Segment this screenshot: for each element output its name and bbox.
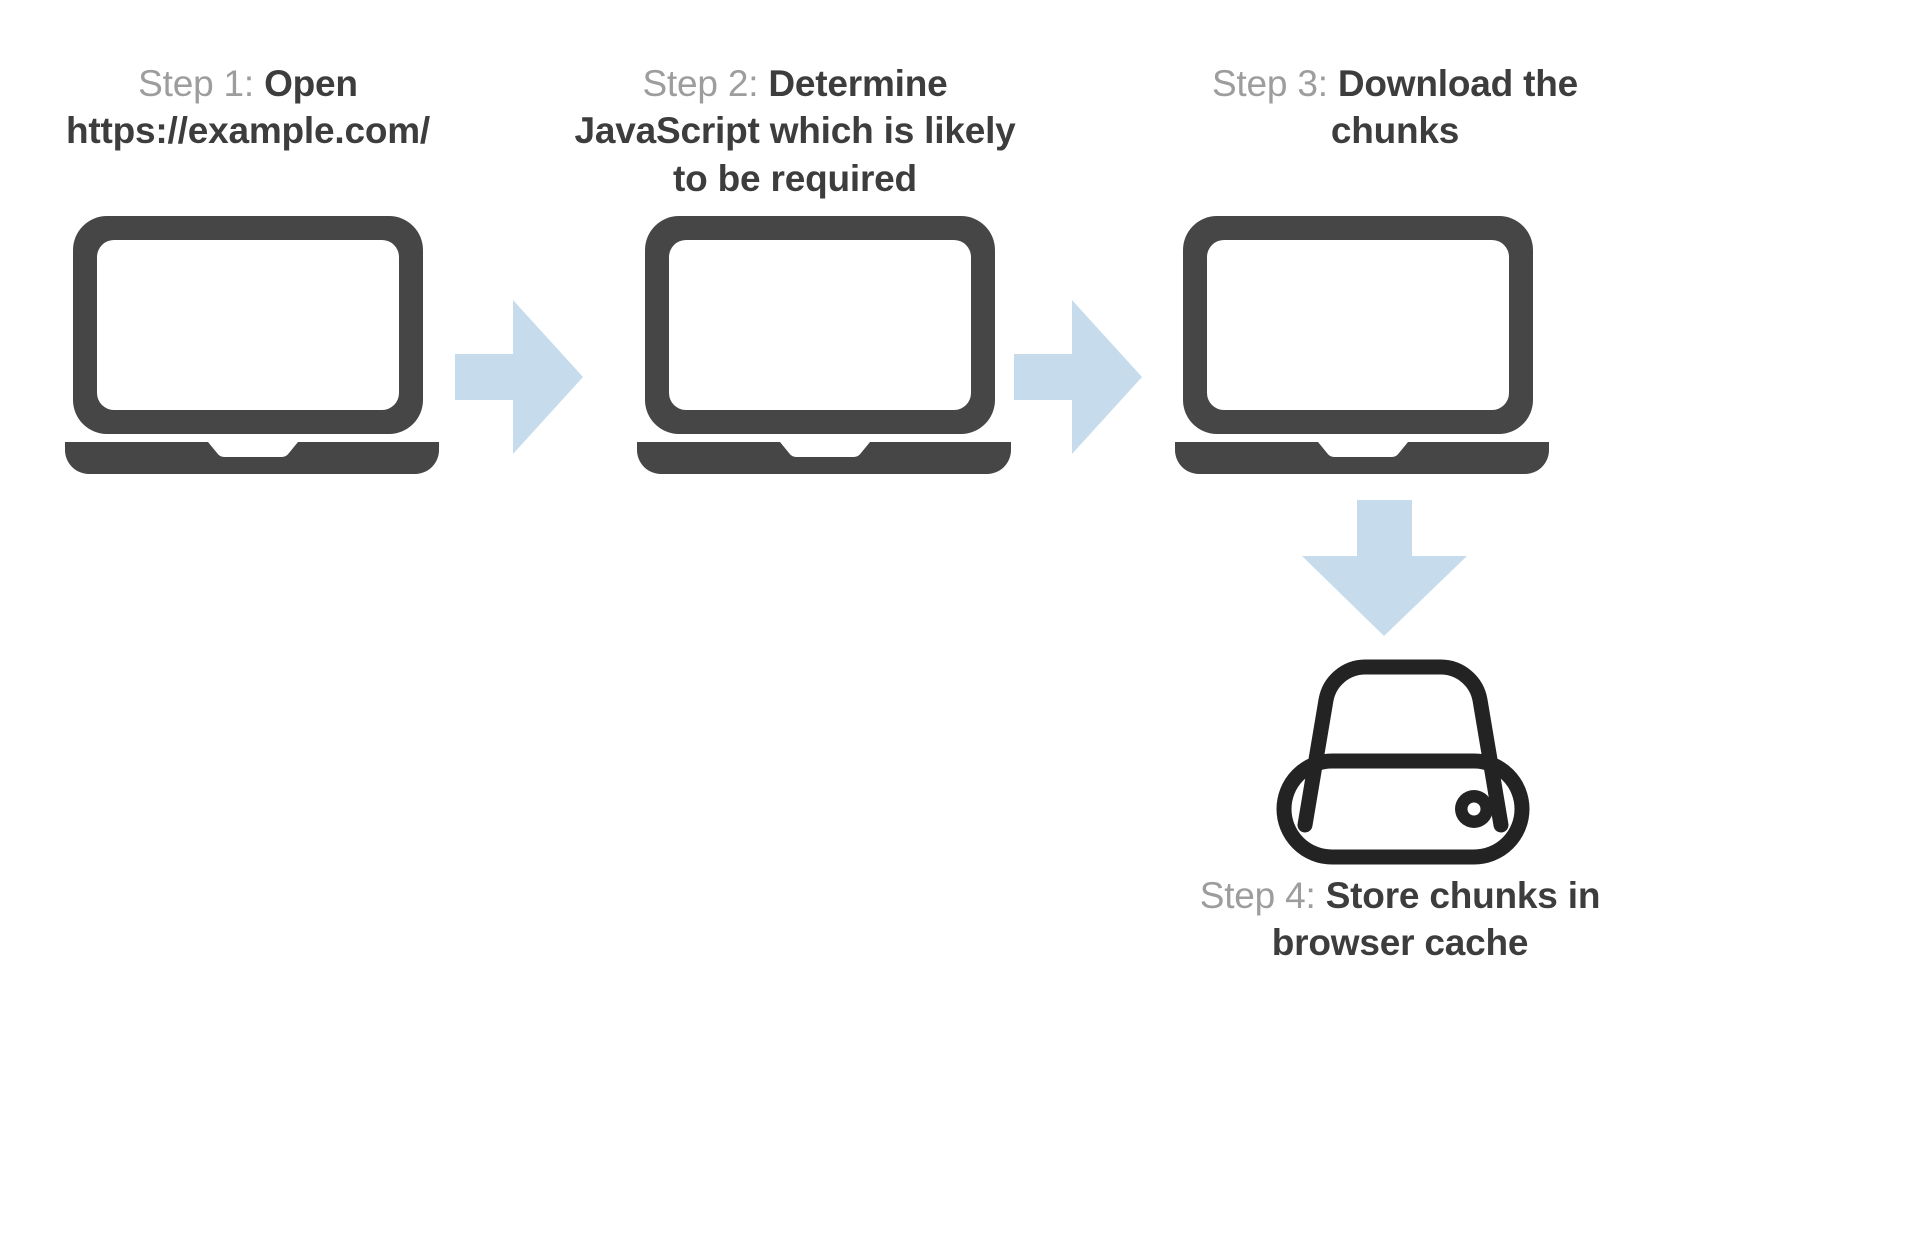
step-3-prefix: Step 3: bbox=[1211, 63, 1338, 104]
flow-arrow-right-icon bbox=[455, 292, 585, 462]
laptop-icon bbox=[1172, 210, 1572, 475]
step-4-caption: Step 4: Store chunks in browser cache bbox=[1160, 872, 1640, 967]
step-2-body: Determine JavaScript which is likely to … bbox=[574, 63, 1016, 199]
step-3-body: Download the chunks bbox=[1330, 63, 1579, 152]
step-2-prefix: Step 2: bbox=[642, 63, 769, 104]
laptop-icon bbox=[62, 210, 462, 475]
laptop-icon bbox=[634, 210, 1034, 475]
step-3-caption: Step 3: Download the chunks bbox=[1165, 60, 1625, 155]
step-1-prefix: Step 1: bbox=[138, 63, 265, 104]
flow-arrow-down-icon bbox=[1297, 500, 1472, 640]
step-1-body: Open https://example.com/ bbox=[65, 63, 431, 152]
step-4-prefix: Step 4: bbox=[1199, 875, 1326, 916]
step-4-body: Store chunks in browser cache bbox=[1271, 875, 1601, 964]
step-1-caption: Step 1: Open https://example.com/ bbox=[18, 60, 478, 155]
step-2-caption: Step 2: Determine JavaScript which is li… bbox=[560, 60, 1030, 202]
flow-arrow-right-icon bbox=[1014, 292, 1144, 462]
drive-led-center-icon bbox=[1467, 802, 1481, 816]
hard-drive-icon bbox=[1248, 640, 1558, 885]
